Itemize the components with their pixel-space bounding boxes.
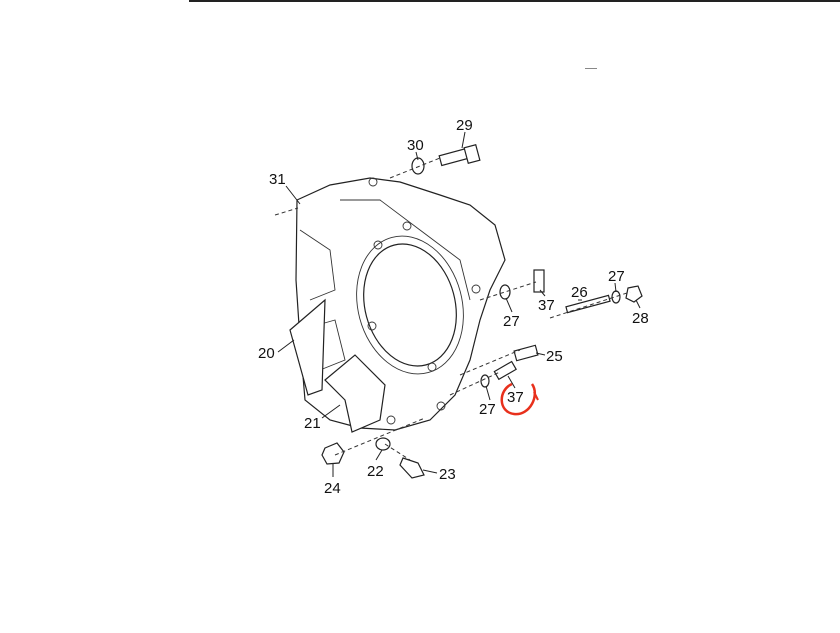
callout-29: 29 <box>456 117 473 134</box>
bolt-29 <box>438 143 481 167</box>
transmission-housing <box>295 177 506 431</box>
bolt-37b <box>493 360 517 381</box>
callout-30: 30 <box>407 137 424 154</box>
red-highlight-circle <box>500 382 537 416</box>
callout-37: 37 <box>538 297 555 314</box>
callout-26: 26 <box>571 284 588 301</box>
stud-26 <box>565 294 611 314</box>
bracket-21 <box>324 354 386 433</box>
bolt-23 <box>399 457 425 479</box>
callout-28: 28 <box>632 310 649 327</box>
red-highlight-tail <box>533 391 539 401</box>
callout-27b: 27 <box>608 268 625 285</box>
callout-27: 27 <box>503 313 520 330</box>
bracket-20 <box>289 298 326 396</box>
callout-31: 31 <box>269 171 286 188</box>
callout-23: 23 <box>439 466 456 483</box>
washer-30 <box>411 157 425 175</box>
callout-24: 24 <box>324 480 341 497</box>
washer-27c <box>480 374 490 388</box>
callout-22: 22 <box>367 463 384 480</box>
callout-20: 20 <box>258 345 275 362</box>
callout-25: 25 <box>546 348 563 365</box>
washer-22 <box>375 437 391 451</box>
nut-28 <box>625 285 643 303</box>
bolt-25 <box>513 344 539 362</box>
callout-37-highlighted: 37 <box>507 389 524 406</box>
callout-27c: 27 <box>479 401 496 418</box>
bolt-37 <box>533 269 545 293</box>
top-border-line <box>189 0 840 2</box>
nut-24 <box>321 442 345 465</box>
decorative-tick <box>585 68 597 69</box>
callout-21: 21 <box>304 415 321 432</box>
washer-27 <box>499 284 511 300</box>
